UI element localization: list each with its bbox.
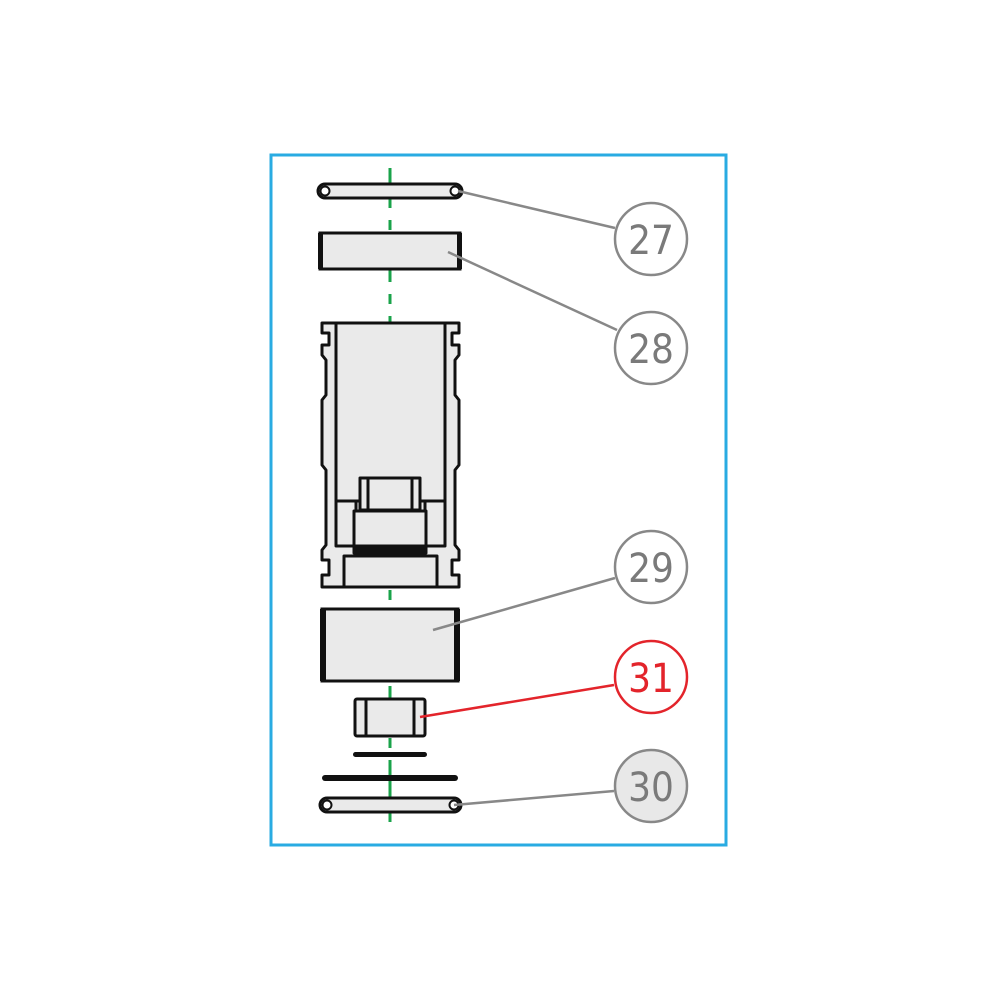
callout-31[interactable]: 31 xyxy=(613,639,689,715)
callout-30[interactable]: 30 xyxy=(613,748,689,824)
part-washer-large[interactable] xyxy=(322,775,458,781)
callout-label-28: 28 xyxy=(628,327,674,373)
leader-line-31 xyxy=(419,683,615,719)
part-housing-body[interactable] xyxy=(320,321,461,589)
part-o-ring-top[interactable] xyxy=(316,182,464,200)
callout-label-30: 30 xyxy=(628,765,674,811)
callout-27[interactable]: 27 xyxy=(613,201,689,277)
part-small-bushing[interactable] xyxy=(353,697,427,738)
leader-line-29 xyxy=(432,576,616,632)
leader-line-28 xyxy=(447,250,618,332)
callout-label-29: 29 xyxy=(628,546,674,592)
part-o-ring-bottom[interactable] xyxy=(318,796,463,814)
callout-label-31: 31 xyxy=(628,656,674,702)
leader-line-27 xyxy=(457,189,616,230)
callout-label-27: 27 xyxy=(628,218,674,264)
part-top-ring[interactable] xyxy=(318,231,462,271)
part-washer-small[interactable] xyxy=(353,752,427,757)
callout-29[interactable]: 29 xyxy=(613,529,689,605)
callout-28[interactable]: 28 xyxy=(613,310,689,386)
part-sleeve[interactable] xyxy=(320,607,460,683)
leader-line-30 xyxy=(453,789,615,807)
